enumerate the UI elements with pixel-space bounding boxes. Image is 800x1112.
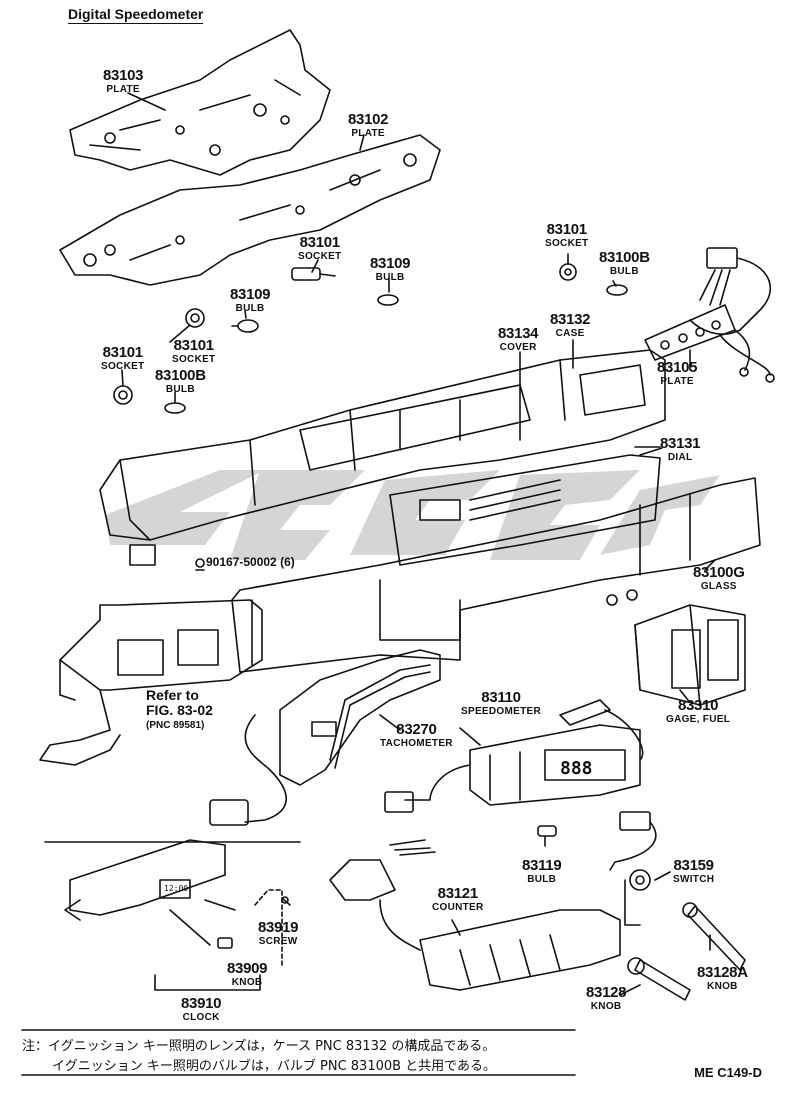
dial-83131-shape: [389, 447, 663, 566]
reference-note: Refer to FIG. 83-02 (PNC 89581): [146, 688, 213, 733]
bulb-83119-shape: [537, 825, 557, 837]
knob-83128A-shape: [682, 902, 746, 971]
counter-83121-shape: [329, 839, 621, 991]
bolt-label: 90167-50002 (6): [206, 555, 295, 569]
reference-line1: Refer to: [146, 687, 199, 703]
clock-83910-shape: [44, 839, 301, 991]
clock-module-shape: [39, 599, 263, 766]
clock-lcd: 12:00: [164, 884, 189, 893]
glass-83100G-shape: [231, 477, 761, 673]
reference-pnc: (PNC 89581): [146, 720, 205, 731]
socket-83101-c-shape: [113, 385, 133, 405]
bulb-83100B-a-shape: [164, 402, 186, 414]
note-line-1: 注：イグニッション キー照明のレンズは，ケース PNC 83132 の構成品であ…: [22, 1039, 496, 1054]
case-83132-shape: [99, 349, 666, 566]
socket-83101-d-shape: [559, 263, 577, 281]
harness-plate-83105-shape: [644, 247, 775, 383]
knob-83909-shape: [217, 937, 233, 949]
page-title: Digital Speedometer: [68, 6, 204, 24]
plate-83102-shape: [59, 134, 441, 286]
fuel-gauge-83310-shape: [634, 604, 746, 706]
note-line-2: イグニッション キー照明のバルブは，バルブ PNC 83100B と共用である。: [52, 1059, 497, 1074]
watermark-logo: [105, 470, 720, 560]
tachometer-83270-shape: [209, 649, 441, 826]
socket-83101-b-shape: [185, 308, 205, 328]
figure-code: ME C149-D: [694, 1065, 762, 1080]
speedometer-lcd: 888: [560, 758, 593, 779]
socket-83101-a-shape: [291, 267, 336, 281]
bulb-83109-a-shape: [377, 294, 399, 306]
knob-83128-shape: [627, 957, 691, 1001]
screw-83919-shape: [281, 896, 291, 906]
plate-83103-shape: [69, 29, 331, 176]
speedometer-83110-shape: [384, 699, 644, 813]
switch-83159-shape: [609, 811, 657, 926]
bulb-83100B-b-shape: [606, 284, 628, 296]
bolt-shape: [195, 558, 205, 571]
bulb-83109-b-shape: [231, 319, 259, 333]
reference-line2: FIG. 83-02: [146, 702, 213, 718]
